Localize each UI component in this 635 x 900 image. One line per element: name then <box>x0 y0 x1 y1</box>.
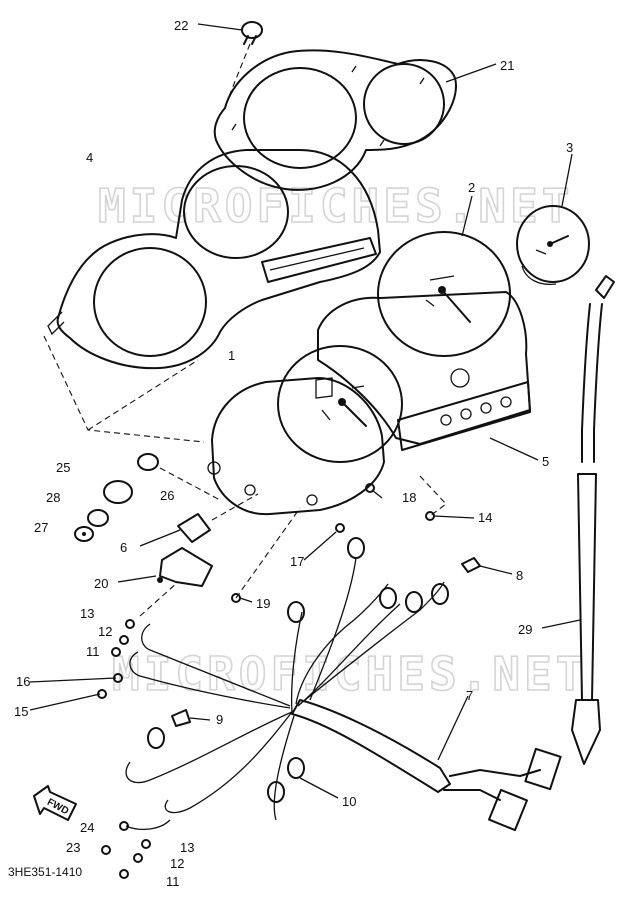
leader-lines <box>29 23 581 799</box>
speedometer-1 <box>207 345 403 516</box>
watermark-bottom: MICROFICHES.NET <box>112 647 587 701</box>
callout-12-left: 12 <box>98 624 112 639</box>
callout-2: 2 <box>468 180 475 195</box>
callout-6-upper: 6 <box>120 540 127 555</box>
callout-21: 21 <box>500 58 514 73</box>
assembly-lines <box>43 43 447 617</box>
callout-11-bottom: 11 <box>166 874 180 889</box>
callout-3: 3 <box>566 140 573 155</box>
callout-17: 17 <box>290 554 304 569</box>
callout-10: 10 <box>342 794 356 809</box>
callout-9: 9 <box>216 712 223 727</box>
callout-16: 16 <box>16 674 30 689</box>
callout-24: 24 <box>80 820 94 835</box>
callout-22: 22 <box>174 18 188 33</box>
diagram-code: 3HE351-1410 <box>8 865 82 879</box>
meter-cable-29 <box>571 275 615 765</box>
callout-14: 14 <box>478 510 492 525</box>
meter-cover <box>213 49 457 191</box>
watermark-top: MICROFICHES.NET <box>98 179 573 233</box>
indicator-housing <box>317 291 531 451</box>
callout-26: 26 <box>160 488 174 503</box>
callout-15: 15 <box>14 704 28 719</box>
callout-20: 20 <box>94 576 108 591</box>
gauge-face-2 <box>377 231 511 357</box>
callout-5: 5 <box>542 454 549 469</box>
callout-7: 7 <box>466 688 473 703</box>
callout-13-bottom: 13 <box>180 840 194 855</box>
fwd-arrow: FWD <box>33 785 77 821</box>
callout-12-bottom: 12 <box>170 856 184 871</box>
callout-29: 29 <box>518 622 532 637</box>
callout-labels: 22 21 4 2 3 1 5 25 28 26 27 18 14 6 17 8… <box>14 18 573 889</box>
callout-13-left: 13 <box>80 606 94 621</box>
callout-25: 25 <box>56 460 70 475</box>
meter-case <box>47 149 381 370</box>
callout-27: 27 <box>34 520 48 535</box>
callout-4: 4 <box>86 150 93 165</box>
small-gauge-3 <box>516 205 590 286</box>
callout-28: 28 <box>46 490 60 505</box>
callout-8: 8 <box>516 568 523 583</box>
wire-harness-7 <box>125 537 562 832</box>
callout-18: 18 <box>402 490 416 505</box>
hardware-pieces <box>74 21 481 879</box>
callout-23: 23 <box>66 840 80 855</box>
callout-1: 1 <box>228 348 235 363</box>
callout-19: 19 <box>256 596 270 611</box>
callout-11-left: 11 <box>86 644 100 659</box>
